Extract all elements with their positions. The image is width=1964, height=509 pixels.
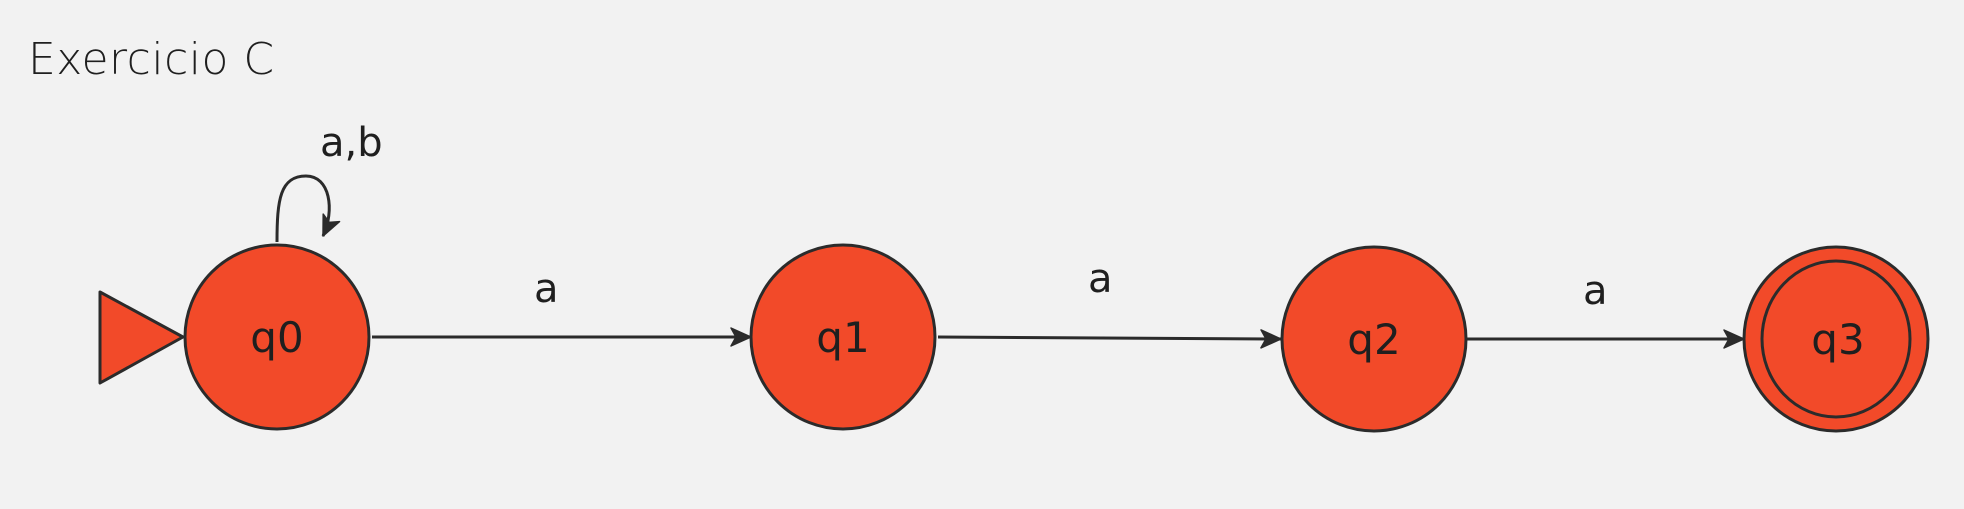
transition-q1-q2-arrow	[937, 329, 1282, 349]
initial-state-marker	[98, 290, 185, 385]
state-q1[interactable]: q1	[749, 243, 937, 431]
state-q2[interactable]: q2	[1280, 245, 1468, 433]
state-q3-inner-circle	[1760, 259, 1912, 419]
state-q2-label: q2	[1347, 315, 1400, 364]
transition-q0-q0-arrow	[275, 174, 341, 243]
transition-q0-q0-label: a,b	[320, 120, 383, 166]
state-q1-label: q1	[816, 313, 869, 362]
transition-q0-q1-label: a	[534, 266, 559, 312]
diagram-title: Exercicio C	[28, 34, 275, 85]
state-q0-label: q0	[250, 313, 303, 362]
state-q2-circle	[1280, 245, 1468, 433]
state-q0-circle	[183, 243, 371, 431]
state-q3[interactable]: q3	[1742, 245, 1930, 433]
state-q0[interactable]: q0	[183, 243, 371, 431]
transition-q1-q2-label: a	[1088, 256, 1113, 302]
transition-q2-q3-label: a	[1583, 268, 1608, 314]
state-q3-label: q3	[1811, 315, 1864, 364]
state-q1-circle	[749, 243, 937, 431]
